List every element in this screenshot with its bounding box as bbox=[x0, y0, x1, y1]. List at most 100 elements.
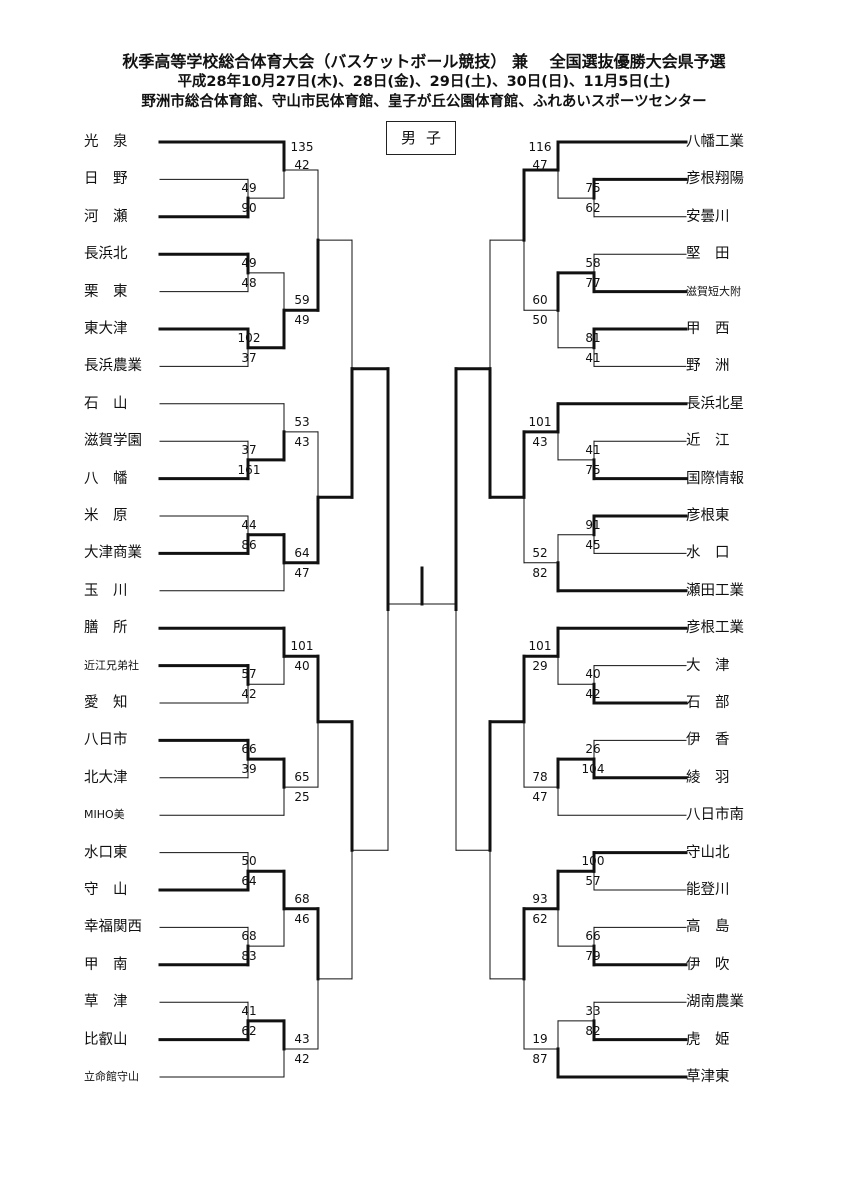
team-name: 虎 姫 bbox=[686, 1031, 730, 1048]
score-label: 101 bbox=[528, 639, 552, 654]
team-name: 八日市 bbox=[84, 732, 128, 749]
team-name: 国際情報 bbox=[686, 470, 744, 487]
score-label: 68 bbox=[241, 929, 257, 944]
score-label: 77 bbox=[585, 275, 601, 290]
score-label: 43 bbox=[294, 1031, 310, 1046]
tournament-venues: 野洲市総合体育館、守山市民体育館、皇子が丘公園体育館、ふれあいスポーツセンター bbox=[141, 94, 707, 110]
score-label: 59 bbox=[294, 293, 310, 308]
score-label: 64 bbox=[294, 545, 310, 560]
team-name: 綾 羽 bbox=[686, 769, 730, 786]
score-label: 62 bbox=[585, 201, 601, 216]
score-label: 49 bbox=[241, 255, 257, 270]
score-label: 116 bbox=[528, 140, 552, 154]
team-name: 長浜北星 bbox=[686, 395, 744, 412]
score-label: 29 bbox=[532, 659, 548, 674]
score-label: 41 bbox=[241, 1003, 257, 1018]
team-name: 大津商業 bbox=[84, 545, 142, 562]
team-name: 湖南農業 bbox=[686, 994, 744, 1011]
score-label: 44 bbox=[241, 517, 257, 532]
team-name: 北大津 bbox=[84, 769, 128, 786]
score-label: 50 bbox=[241, 854, 257, 869]
score-label: 101 bbox=[528, 414, 552, 429]
team-name: 甲 西 bbox=[686, 321, 730, 337]
score-label: 57 bbox=[241, 667, 257, 682]
team-name: 彦根翔陽 bbox=[686, 171, 744, 188]
score-label: 49 bbox=[241, 181, 257, 196]
score-label: 65 bbox=[294, 770, 310, 785]
score-label: 40 bbox=[294, 659, 310, 674]
team-name: 高 島 bbox=[686, 919, 730, 936]
tournament-title: 秋季高等学校総合体育大会（バスケットボール競技） 兼 全国選抜優勝大会県予選 bbox=[122, 52, 726, 71]
team-name: 河 瀬 bbox=[84, 208, 128, 225]
score-label: 42 bbox=[585, 687, 601, 702]
tournament-dates: 平成28年10月27日(木)、28日(金)、29日(土)、30日(日)、11月5… bbox=[177, 74, 671, 90]
score-label: 47 bbox=[532, 158, 548, 172]
score-label: 68 bbox=[294, 891, 310, 906]
score-label: 26 bbox=[585, 742, 601, 757]
team-name: 比叡山 bbox=[84, 1031, 128, 1048]
score-label: 79 bbox=[585, 949, 601, 964]
score-label: 64 bbox=[241, 874, 257, 889]
score-label: 102 bbox=[237, 330, 261, 345]
team-name: 草津東 bbox=[686, 1069, 730, 1085]
score-label: 58 bbox=[585, 255, 601, 270]
score-label: 78 bbox=[532, 770, 548, 785]
score-label: 50 bbox=[532, 313, 548, 328]
team-name: 守山北 bbox=[686, 844, 730, 861]
team-name: 甲 南 bbox=[84, 956, 128, 973]
score-label: 42 bbox=[294, 1051, 310, 1066]
team-name: 滋賀学園 bbox=[84, 433, 142, 450]
score-label: 90 bbox=[241, 201, 257, 216]
team-name: 彦根東 bbox=[686, 508, 730, 524]
team-name: 瀬田工業 bbox=[686, 582, 744, 599]
score-label: 42 bbox=[294, 158, 310, 172]
score-label: 43 bbox=[294, 434, 310, 449]
score-label: 37 bbox=[241, 442, 257, 457]
category-label: 男子 bbox=[386, 121, 456, 155]
team-name: 八幡工業 bbox=[686, 134, 744, 150]
score-label: 66 bbox=[585, 929, 601, 944]
team-name: 伊 吹 bbox=[686, 956, 730, 973]
score-label: 75 bbox=[585, 181, 601, 196]
score-label: 19 bbox=[532, 1031, 548, 1046]
team-name: 栗 東 bbox=[84, 283, 128, 300]
score-label: 161 bbox=[237, 462, 261, 477]
score-label: 25 bbox=[294, 790, 310, 805]
team-name: 膳 所 bbox=[84, 620, 128, 637]
score-label: 43 bbox=[532, 434, 548, 449]
score-label: 39 bbox=[241, 762, 257, 777]
team-name: 近江兄弟社 bbox=[84, 658, 139, 672]
score-label: 86 bbox=[241, 537, 257, 552]
score-label: 87 bbox=[532, 1051, 548, 1066]
team-name: 野 洲 bbox=[686, 358, 730, 375]
score-label: 41 bbox=[585, 350, 601, 365]
score-label: 52 bbox=[532, 545, 548, 560]
team-name: 守 山 bbox=[84, 882, 128, 898]
score-label: 57 bbox=[585, 874, 601, 889]
team-name: 大 津 bbox=[686, 657, 730, 674]
team-name: 立命館守山 bbox=[84, 1070, 139, 1083]
score-label: 66 bbox=[241, 742, 257, 757]
score-label: 47 bbox=[532, 790, 548, 805]
team-name: 玉 川 bbox=[84, 582, 128, 599]
score-label: 82 bbox=[532, 565, 548, 580]
team-name: 米 原 bbox=[84, 508, 128, 524]
score-label: 60 bbox=[532, 293, 548, 308]
team-name: 光 泉 bbox=[84, 134, 128, 150]
score-label: 49 bbox=[294, 313, 310, 328]
team-name: MIHO美 bbox=[84, 808, 125, 822]
score-label: 41 bbox=[585, 442, 601, 457]
team-name: 水 口 bbox=[686, 545, 730, 562]
score-label: 91 bbox=[585, 517, 601, 532]
score-label: 42 bbox=[241, 687, 257, 702]
score-label: 53 bbox=[294, 414, 310, 429]
team-name: 草 津 bbox=[84, 994, 128, 1011]
team-name: 石 部 bbox=[686, 695, 730, 711]
team-name: 幸福関西 bbox=[84, 919, 142, 936]
team-name: 能登川 bbox=[686, 882, 730, 898]
score-label: 104 bbox=[581, 762, 605, 777]
score-label: 62 bbox=[241, 1023, 257, 1038]
team-name: 近 江 bbox=[686, 433, 730, 450]
team-name: 石 山 bbox=[84, 395, 128, 412]
